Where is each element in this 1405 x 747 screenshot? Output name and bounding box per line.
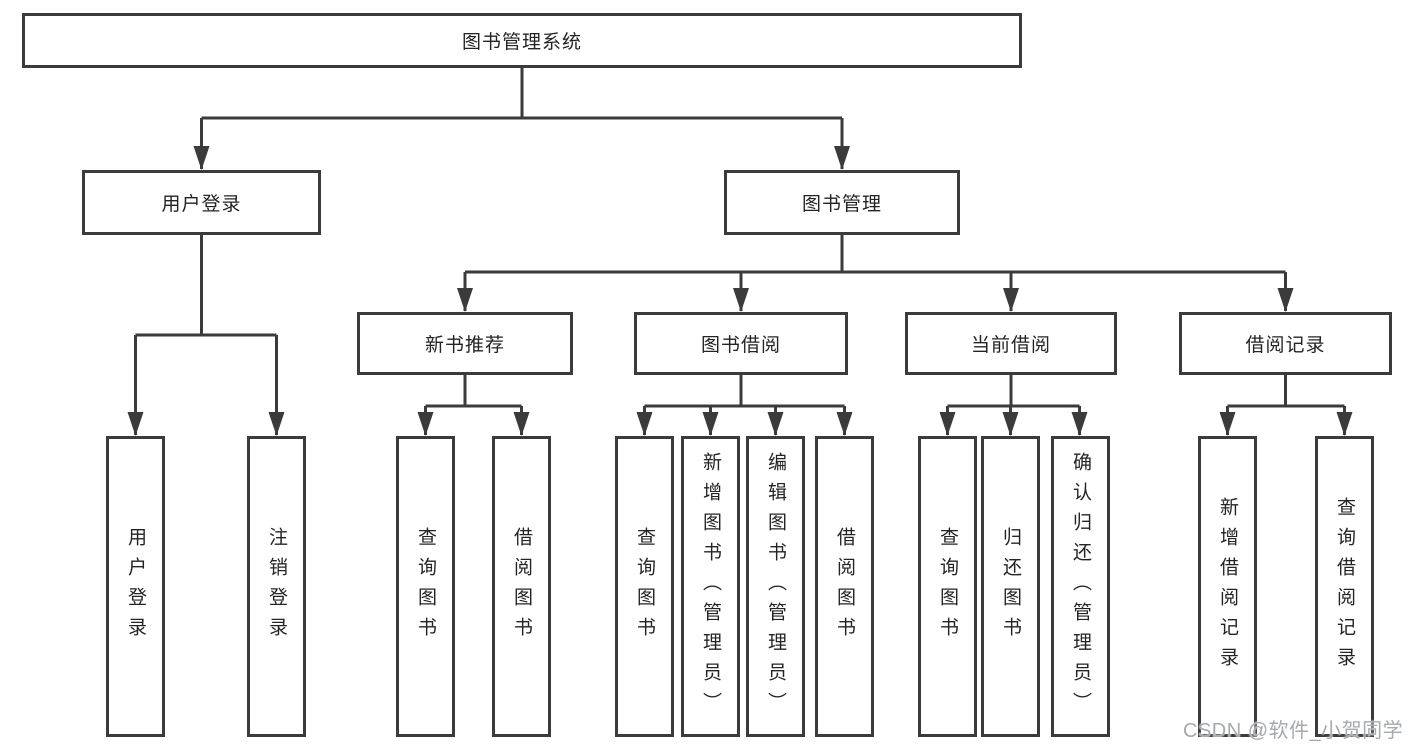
leaf-return-books: 归还图书 [981,436,1040,737]
leaf-user-login: 用户登录 [106,436,165,737]
node-root-label: 图书管理系统 [461,32,582,53]
leaf-label: 借阅图书 [834,526,855,647]
leaf-borrow-books: 借阅图书 [815,436,874,737]
csdn-watermark: CSDN @软件_小贺同学 [1183,720,1404,742]
node-new-rec-label: 新书推荐 [424,335,505,356]
node-book-mgmt: 图书管理 [724,170,960,235]
leaf-query-books-rec: 查询图书 [396,436,455,737]
leaf-query-borrow-record: 查询借阅记录 [1315,436,1374,737]
node-book-mgmt-label: 图书管理 [801,194,882,215]
leaf-label: 编辑图书（管理员） [765,451,786,722]
leaf-label: 新增图书（管理员） [700,451,721,722]
node-book-borrow: 图书借阅 [634,312,848,375]
leaf-label: 查询图书 [937,526,958,647]
leaf-query-books-current: 查询图书 [918,436,977,737]
leaf-label: 查询图书 [634,526,655,647]
leaf-logout: 注销登录 [247,436,306,737]
node-root: 图书管理系统 [22,13,1022,68]
leaf-label: 确认归还（管理员） [1070,451,1091,722]
leaf-label: 查询借阅记录 [1334,496,1355,677]
node-user-login: 用户登录 [82,170,321,235]
leaf-confirm-return-admin: 确认归还（管理员） [1051,436,1110,737]
leaf-query-books-borrow: 查询图书 [615,436,674,737]
leaf-label: 注销登录 [266,526,287,647]
leaf-add-books-admin: 新增图书（管理员） [681,436,740,737]
leaf-label: 查询图书 [415,526,436,647]
node-book-borrow-label: 图书借阅 [700,335,781,356]
node-borrow-records: 借阅记录 [1179,312,1392,375]
node-current-borrow: 当前借阅 [905,312,1117,375]
node-user-login-label: 用户登录 [161,194,242,215]
leaf-add-borrow-record: 新增借阅记录 [1198,436,1257,737]
leaf-borrow-books-rec: 借阅图书 [492,436,551,737]
leaf-label: 借阅图书 [511,526,532,647]
leaf-label: 新增借阅记录 [1217,496,1238,677]
leaf-edit-books-admin: 编辑图书（管理员） [746,436,805,737]
node-current-borrow-label: 当前借阅 [970,335,1051,356]
node-new-rec: 新书推荐 [357,312,573,375]
leaf-label: 归还图书 [1000,526,1021,647]
node-borrow-records-label: 借阅记录 [1245,335,1326,356]
leaf-label: 用户登录 [125,526,146,647]
